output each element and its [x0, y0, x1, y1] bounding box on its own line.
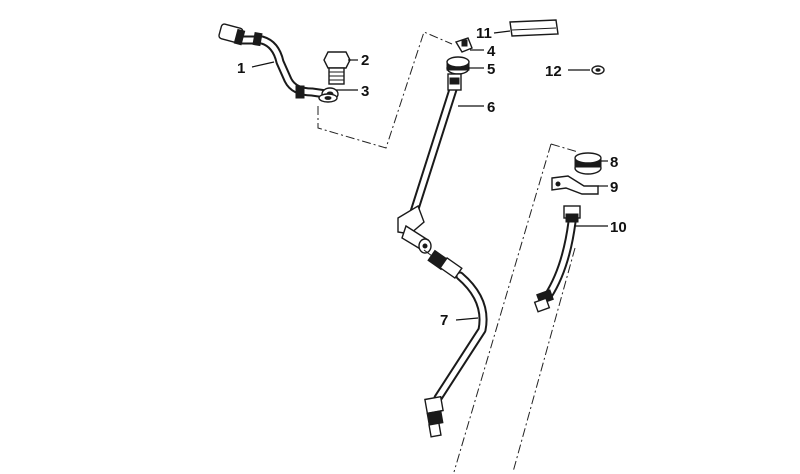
callout-1: 1	[237, 60, 245, 77]
part-4-clip	[454, 37, 473, 53]
part-5-grommet	[446, 56, 470, 75]
part-6-brake-hose	[397, 73, 462, 254]
callout-8: 8	[610, 154, 618, 171]
part-2-banjo-bolt	[323, 51, 351, 85]
assembly-line-left	[317, 31, 453, 149]
leader-1	[251, 61, 275, 68]
callout-6: 6	[487, 99, 495, 116]
part-3-washer	[318, 93, 338, 103]
callout-7: 7	[440, 312, 448, 329]
part-7-long-hose	[423, 249, 488, 438]
callout-4: 4	[487, 43, 496, 60]
leader-11	[493, 30, 511, 34]
assembly-line-right	[453, 143, 579, 473]
callout-10: 10	[610, 219, 627, 236]
callout-12: 12	[545, 63, 562, 80]
part-11-label-strip	[509, 19, 559, 37]
callout-2: 2	[361, 52, 369, 69]
part-12-washer	[591, 65, 605, 75]
part-10-short-hose	[533, 205, 581, 313]
callout-11: 11	[476, 25, 492, 42]
leader-7	[455, 317, 479, 321]
part-9-bracket	[551, 175, 599, 195]
callout-5: 5	[487, 61, 495, 78]
part-8-grommet	[574, 152, 602, 175]
callout-3: 3	[361, 83, 369, 100]
callout-9: 9	[610, 179, 618, 196]
